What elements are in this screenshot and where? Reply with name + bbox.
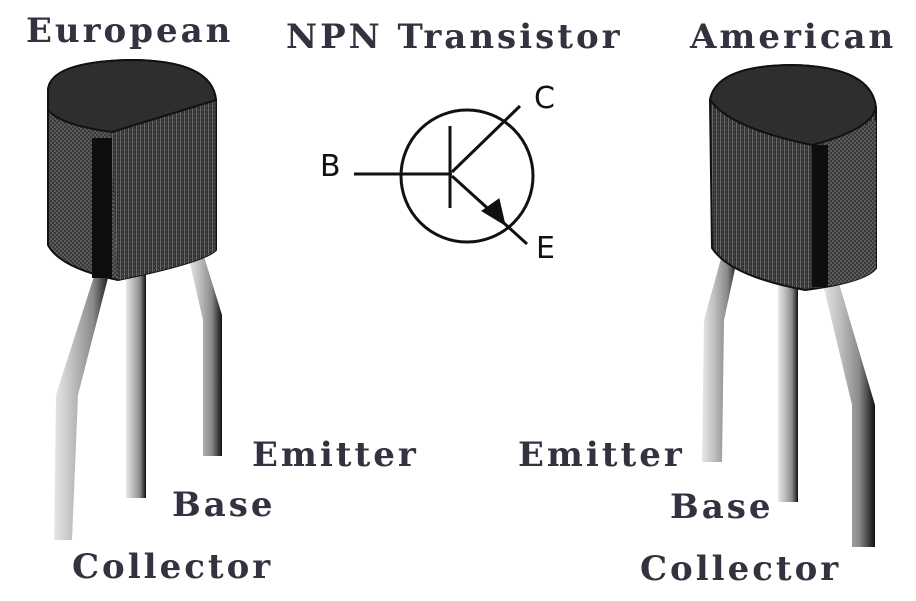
- american-emitter-label: Emitter: [518, 435, 685, 475]
- american-base-label: Base: [670, 487, 774, 527]
- european-transistor-illustration: [47, 58, 222, 540]
- american-emitter-lead: [702, 255, 738, 462]
- american-collector-lead: [822, 280, 875, 547]
- european-collector-label: Collector: [72, 547, 274, 587]
- american-collector-label: Collector: [640, 549, 842, 589]
- european-collector-lead: [54, 270, 110, 540]
- european-emitter-label: Emitter: [252, 435, 419, 475]
- symbol-base-label: B: [320, 149, 341, 184]
- title-npn-transistor: NPN Transistor: [286, 17, 623, 57]
- symbol-emitter-label: E: [536, 231, 555, 266]
- american-base-lead: [778, 280, 798, 502]
- collector-wire: [450, 104, 522, 174]
- european-base-label: Base: [172, 485, 276, 525]
- emitter-arrow-icon: [481, 198, 506, 227]
- title-american: American: [690, 17, 897, 57]
- title-european: European: [26, 11, 234, 51]
- european-emitter-lead: [188, 250, 222, 456]
- american-transistor-illustration: [702, 63, 878, 547]
- symbol-circle: [399, 108, 535, 244]
- symbol-collector-label: C: [534, 81, 555, 116]
- european-base-lead: [126, 270, 146, 498]
- npn-schematic-symbol: [354, 104, 535, 246]
